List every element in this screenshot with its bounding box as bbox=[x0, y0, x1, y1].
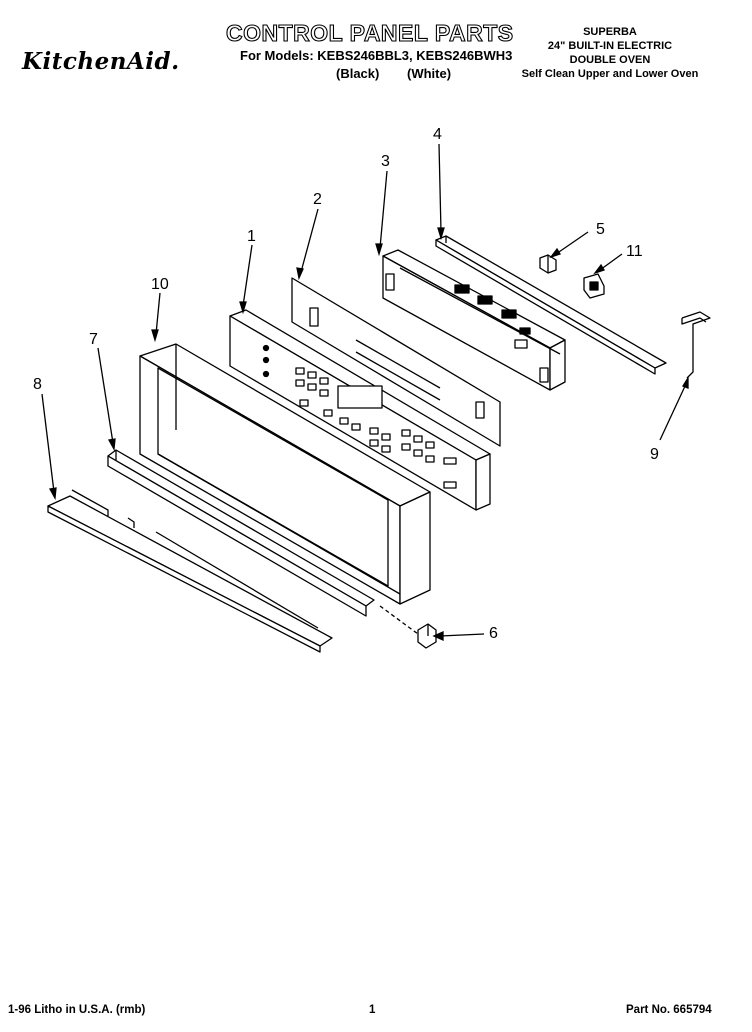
callout-3: 3 bbox=[381, 153, 390, 170]
part-9-wire-bracket bbox=[681, 311, 711, 379]
part-2-overlay-panel bbox=[291, 277, 501, 447]
exploded-parts-diagram: 1 2 3 4 5 6 7 8 9 10 11 bbox=[33, 126, 711, 653]
variant-white: (White) bbox=[407, 66, 452, 81]
dashed-leader-6 bbox=[379, 605, 419, 635]
callout-arrows bbox=[41, 143, 689, 642]
callout-5: 5 bbox=[596, 221, 605, 238]
part-5-clip bbox=[539, 254, 557, 274]
callout-8: 8 bbox=[33, 376, 42, 393]
part-10-bezel-frame bbox=[139, 343, 431, 605]
callout-10: 10 bbox=[151, 276, 169, 293]
part-8-bottom-trim bbox=[47, 489, 333, 653]
callout-1: 1 bbox=[247, 228, 256, 245]
page-number: 1 bbox=[369, 1004, 376, 1016]
callout-7: 7 bbox=[89, 331, 98, 348]
page-title: CONTROL PANEL PARTS bbox=[225, 19, 514, 46]
part-3-control-board bbox=[382, 249, 566, 391]
callout-2: 2 bbox=[313, 191, 322, 208]
models-line: For Models: KEBS246BBL3, KEBS246BWH3 bbox=[240, 48, 513, 63]
part-number: Part No. 665794 bbox=[626, 1004, 712, 1016]
brand-logo: KitchenAid. bbox=[22, 48, 180, 75]
variant-black: (Black) bbox=[336, 66, 380, 81]
product-line: SUPERBA bbox=[583, 26, 637, 38]
part-1-control-panel bbox=[229, 309, 491, 511]
callout-9: 9 bbox=[650, 446, 659, 463]
litho-note: 1-96 Litho in U.S.A. (rmb) bbox=[8, 1004, 146, 1016]
callout-11: 11 bbox=[626, 243, 643, 260]
callout-6: 6 bbox=[489, 625, 498, 642]
part-4-trim-strip bbox=[435, 235, 667, 375]
product-config: DOUBLE OVEN bbox=[569, 54, 651, 66]
product-feature: Self Clean Upper and Lower Oven bbox=[521, 68, 699, 80]
product-type: 24" BUILT-IN ELECTRIC bbox=[547, 40, 673, 52]
callout-4: 4 bbox=[433, 126, 442, 143]
part-11-bracket bbox=[583, 273, 605, 299]
part-6-clip bbox=[417, 623, 437, 649]
part-7-trim-strip bbox=[107, 449, 375, 617]
